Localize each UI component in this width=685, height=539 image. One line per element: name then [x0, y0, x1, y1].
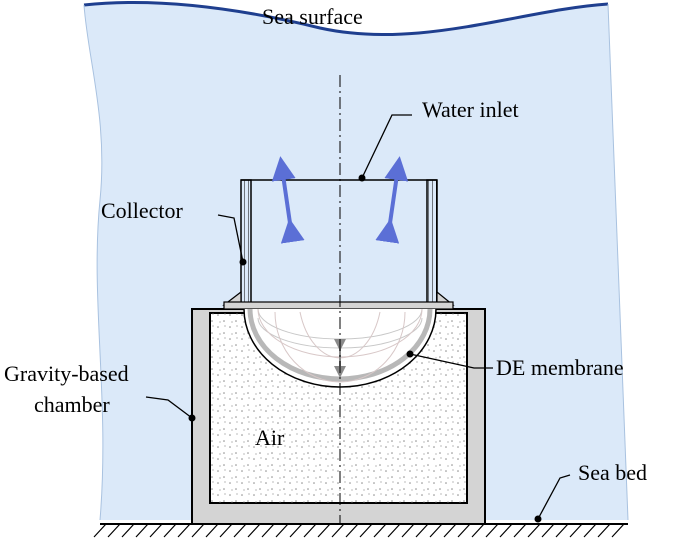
- sea-bed-hatch-mark: [135, 523, 149, 538]
- gravity-chamber-label-line2: chamber: [34, 392, 110, 417]
- sea-bed-hatch-mark: [261, 523, 275, 538]
- water-inlet-dot: [358, 174, 366, 182]
- sea-bed-hatch-mark: [415, 523, 429, 538]
- sea-bed-hatch-mark: [387, 523, 401, 538]
- collector-leader: [217, 214, 244, 263]
- sea-bed-hatch-mark: [401, 523, 415, 538]
- sea-bed-hatch-mark: [219, 523, 233, 538]
- sea-bed-ground: [93, 523, 628, 538]
- gravity-chamber-label-line1: Gravity-based: [4, 361, 129, 386]
- chamber-leader: [145, 396, 193, 419]
- sea-bed-hatch-mark: [317, 523, 331, 538]
- sea-bed-hatch-mark: [359, 523, 373, 538]
- water-inlet-leader: [361, 114, 412, 179]
- de-membrane-dot: [406, 350, 414, 358]
- sea-bed-hatch-mark: [331, 523, 345, 538]
- sea-bed-hatch-mark: [527, 523, 541, 538]
- collector-dot: [239, 258, 247, 266]
- sea-bed-hatch-mark: [289, 523, 303, 538]
- sea-bed-dot: [534, 515, 542, 523]
- sea-bed-hatch-mark: [93, 523, 107, 538]
- sea-surface-label: Sea surface: [262, 4, 363, 29]
- sea-bed-hatch-mark: [611, 523, 625, 538]
- sea-bed-hatch-mark: [233, 523, 247, 538]
- sea-bed-hatch-mark: [345, 523, 359, 538]
- air-label: Air: [255, 425, 285, 450]
- sea-bed-hatch-mark: [177, 523, 191, 538]
- collector-label: Collector: [101, 198, 184, 223]
- sea-bed-hatch-mark: [513, 523, 527, 538]
- leader-lines: [145, 114, 571, 523]
- sea-bed-hatch-mark: [569, 523, 583, 538]
- sea-bed-hatch-mark: [303, 523, 317, 538]
- sea-bed-hatch-mark: [541, 523, 555, 538]
- sea-bed-hatch-mark: [499, 523, 513, 538]
- water-flow-arrows: [271, 156, 409, 244]
- sea-bed-hatch-mark: [205, 523, 219, 538]
- sea-bed-hatch-mark: [373, 523, 387, 538]
- sea-bed-hatch-mark: [163, 523, 177, 538]
- sea-bed-hatch-mark: [149, 523, 163, 538]
- sea-bed-hatch-mark: [107, 523, 121, 538]
- sea-bed-hatch-mark: [597, 523, 611, 538]
- sea-bed-hatch-mark: [485, 523, 499, 538]
- de-membrane-leader: [409, 353, 493, 369]
- de-membrane-label: DE membrane: [496, 355, 624, 380]
- sea-bed-hatch-mark: [555, 523, 569, 538]
- sea-bed-leader: [537, 474, 571, 520]
- sea-bed-hatch-mark: [583, 523, 597, 538]
- sea-surface-line: [83, 1, 609, 37]
- sea-bed-hatch-mark: [457, 523, 471, 538]
- sea-bed-hatch-mark: [121, 523, 135, 538]
- sea-bed-label: Sea bed: [578, 460, 647, 485]
- sea-bed-hatch-mark: [443, 523, 457, 538]
- sea-bed-hatch-mark: [247, 523, 261, 538]
- sea-bed-hatch-mark: [429, 523, 443, 538]
- water-right-boundary: [607, 3, 629, 521]
- flow-arrow-right: [375, 156, 409, 244]
- water-inlet-label: Water inlet: [422, 97, 519, 122]
- chamber-dot: [188, 414, 196, 422]
- sea-bed-hatch-mark: [191, 523, 205, 538]
- water-left-boundary: [83, 4, 104, 521]
- sea-bed-hatch-mark: [471, 523, 485, 538]
- sea-bed-hatch-mark: [275, 523, 289, 538]
- flow-arrow-left: [271, 156, 305, 244]
